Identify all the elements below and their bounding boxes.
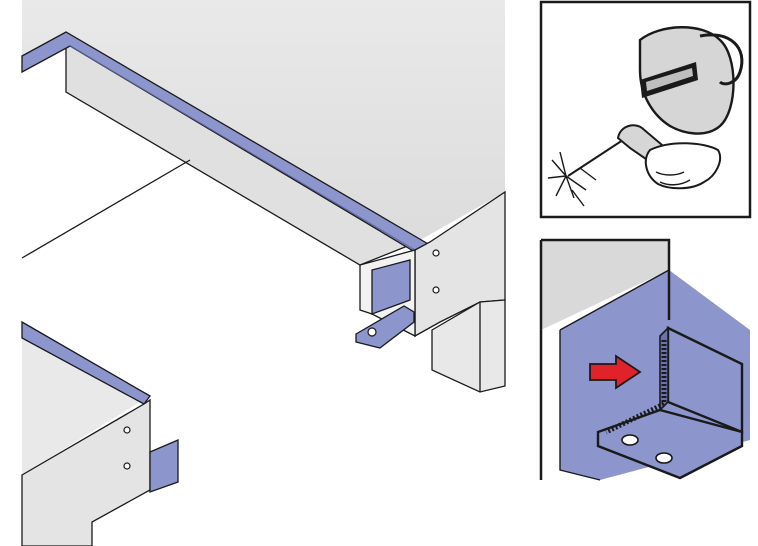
- main-assembly-view: [21, 0, 506, 546]
- main-bracket-foot: [355, 305, 415, 349]
- spark-icon: [547, 151, 597, 207]
- detail-wall-edge: [559, 330, 601, 481]
- bracket-weld-detail-inset: [539, 238, 750, 481]
- screw-hole: [432, 249, 440, 257]
- bracket-bolt-hole: [367, 327, 377, 337]
- detail-wall-edge: [559, 269, 670, 331]
- main-bracket-upright: [371, 259, 411, 315]
- detail-frame: [541, 238, 671, 320]
- welding-helmet-icon: [638, 26, 744, 135]
- red-arrow-icon: [589, 354, 642, 390]
- welding-torch-icon: [567, 124, 722, 190]
- rail-inner-line: [69, 45, 416, 251]
- screw-hole: [432, 286, 440, 294]
- l-bracket-icon: [596, 326, 744, 480]
- lower-bracket: [149, 439, 179, 493]
- welding-safety-inset: [539, 0, 752, 219]
- inner-floor-edge: [21, 159, 191, 259]
- upper-cabinet-top: [22, 0, 505, 243]
- lower-cabinet-front-face: [21, 398, 151, 546]
- screw-hole: [123, 426, 131, 434]
- detail-gray-wall: [541, 240, 669, 330]
- screw-hole: [123, 462, 131, 470]
- lower-cabinet-top: [22, 330, 144, 475]
